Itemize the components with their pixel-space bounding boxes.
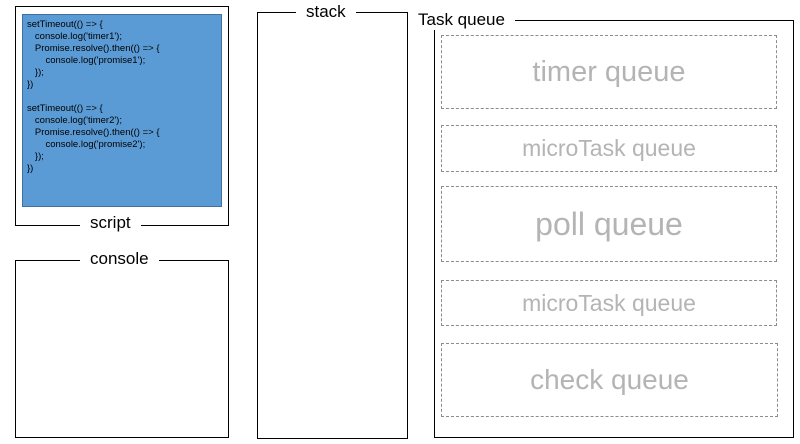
code-line: [27, 91, 221, 103]
code-line: Promise.resolve().then(() => {: [27, 43, 160, 54]
code-line: console.log('timer2');: [27, 115, 122, 126]
stack-label: stack: [296, 2, 356, 22]
console-panel: [15, 260, 229, 438]
code-line: setTimeout(() => {: [27, 103, 103, 114]
stack-panel: [257, 12, 408, 439]
code-line: });: [27, 67, 44, 78]
code-line: console.log('timer1');: [27, 31, 122, 42]
task-queue-label: Task queue: [408, 10, 515, 30]
timer-queue-box: timer queue: [441, 35, 777, 109]
microtask-queue-box: microTask queue: [441, 125, 777, 172]
microtask-queue-label: microTask queue: [522, 135, 696, 161]
poll-queue-label: poll queue: [535, 205, 683, 242]
code-line: setTimeout(() => {: [27, 19, 103, 30]
code-line: Promise.resolve().then(() => {: [27, 127, 160, 138]
code-line: console.log('promise2');: [27, 139, 146, 150]
check-queue-box: check queue: [441, 343, 778, 417]
microtask-queue-box: microTask queue: [441, 280, 777, 326]
code-line: console.log('promise1');: [27, 55, 146, 66]
code-line: }): [27, 79, 34, 90]
code-line: });: [27, 151, 44, 162]
task-queue-panel: [434, 20, 794, 438]
check-queue-label: check queue: [530, 364, 689, 395]
console-label: console: [80, 249, 159, 269]
script-code-block: setTimeout(() => { console.log('timer1')…: [22, 14, 222, 207]
script-label: script: [80, 213, 141, 233]
microtask-queue-label: microTask queue: [522, 289, 696, 316]
code-line: }): [27, 163, 34, 174]
poll-queue-box: poll queue: [441, 186, 777, 262]
script-panel: setTimeout(() => { console.log('timer1')…: [15, 6, 229, 233]
timer-queue-label: timer queue: [532, 55, 686, 88]
